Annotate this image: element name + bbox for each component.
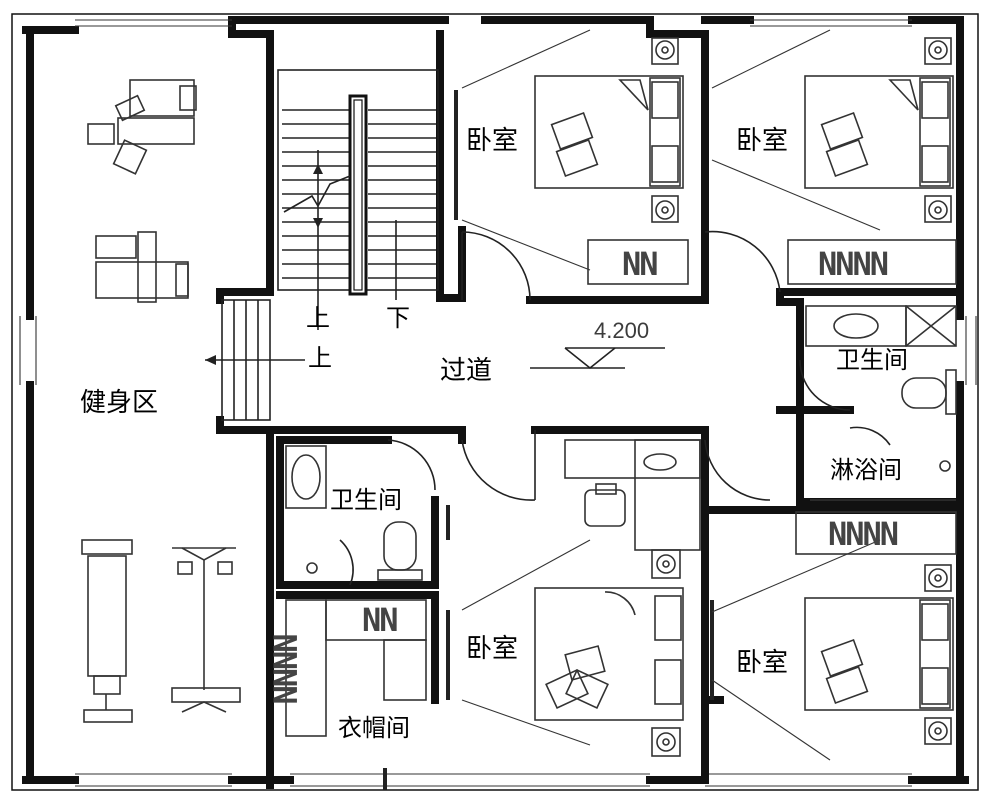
bathroom-fixtures [285, 305, 957, 581]
outer-walls [11, 13, 979, 791]
room-label-bedroom-top-right: 卧室 [736, 126, 789, 156]
room-label-bathroom-left: 卫生间 [330, 486, 402, 514]
gym-equipment [81, 79, 241, 723]
elevation-value: 4.200 [594, 318, 650, 343]
closet-marker-top-right: NNNN [818, 245, 889, 283]
closet-marker-top-left: NN [622, 245, 659, 283]
stair-label-down: 下 [386, 304, 410, 332]
room-label-cloakroom: 衣帽间 [338, 714, 410, 742]
room-label-bedroom-bottom-right: 卧室 [736, 648, 789, 678]
room-label-corridor: 过道 [440, 356, 493, 386]
room-label-gym: 健身区 [80, 388, 159, 418]
room-label-bathroom-right: 卫生间 [836, 346, 908, 374]
bedroom-furniture [461, 29, 957, 761]
room-label-shower-room: 淋浴间 [830, 456, 902, 484]
stair-label-up-entry: 上 [308, 344, 332, 372]
elevation-marker [530, 347, 665, 370]
closet-marker-bottom-right: NNNN [828, 515, 899, 553]
room-label-bedroom-top-left: 卧室 [466, 126, 519, 156]
doors [339, 90, 891, 790]
interior-walls [216, 30, 964, 789]
room-label-bedroom-bottom-mid: 卧室 [466, 634, 519, 664]
closet-marker-cloakroom-top: NN [362, 601, 399, 639]
staircase [205, 69, 439, 421]
closet-marker-cloakroom-side: NNNN [265, 633, 304, 703]
stair-label-up: 上 [306, 304, 330, 332]
cloakroom-fixtures [285, 599, 427, 737]
